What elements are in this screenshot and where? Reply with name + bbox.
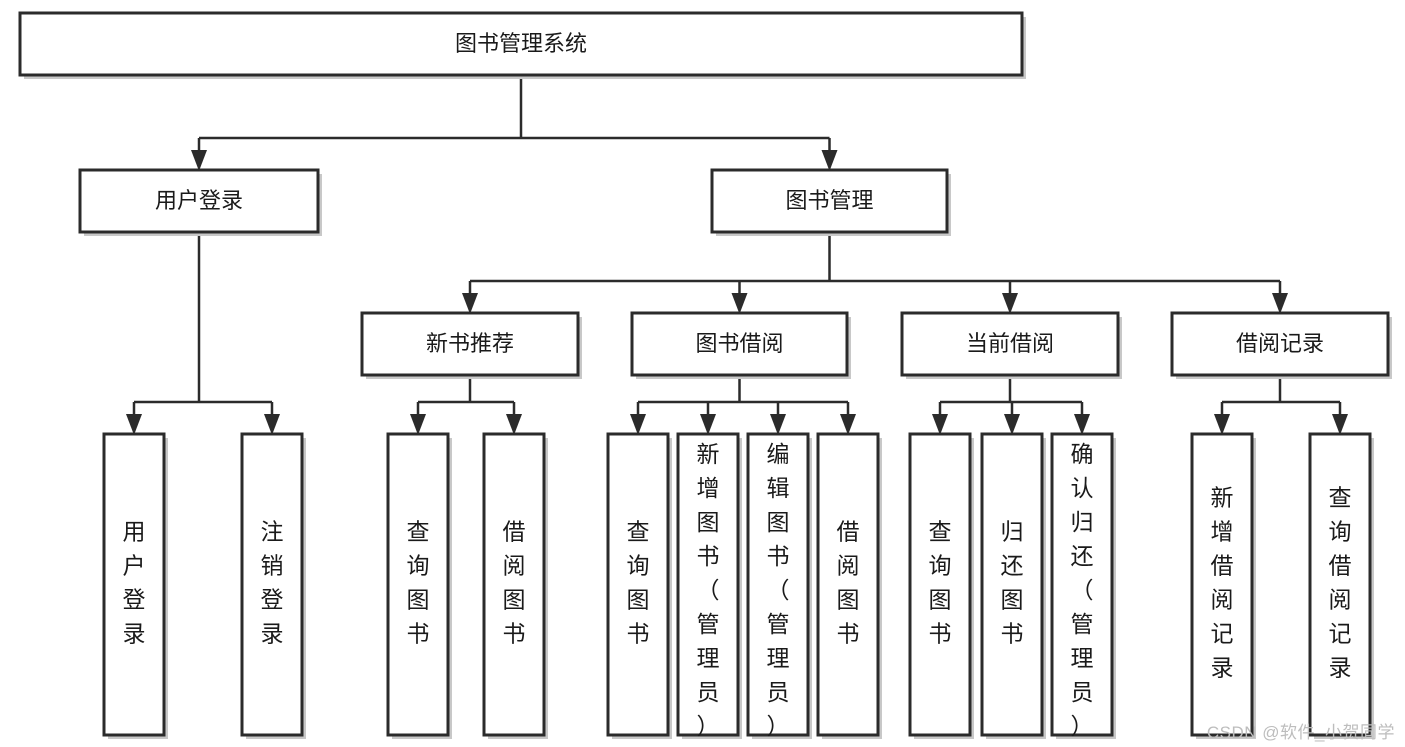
node-rect[interactable] xyxy=(1308,432,1372,737)
node-label: 借阅记录 xyxy=(1236,331,1324,356)
node-label: 当前借阅 xyxy=(966,331,1054,356)
node-rect[interactable] xyxy=(630,311,849,377)
node-l3_1[interactable]: 新书推荐 xyxy=(360,311,582,379)
connector-layer xyxy=(126,75,1348,435)
node-label: 编辑图书（管理员） xyxy=(767,441,790,739)
arrow-head-icon xyxy=(840,414,856,435)
node-label: 新书推荐 xyxy=(426,331,514,356)
node-label: 图书管理 xyxy=(785,188,873,213)
node-label: 用户登录 xyxy=(123,519,146,647)
node-label: 注销登录 xyxy=(261,519,284,647)
node-l2_1[interactable]: 用户登录 xyxy=(78,168,322,236)
node-rect[interactable] xyxy=(676,432,740,737)
arrow-head-icon xyxy=(630,414,646,435)
node-rect[interactable] xyxy=(980,432,1044,737)
arrow-head-icon xyxy=(1074,414,1090,435)
node-rect[interactable] xyxy=(1190,432,1254,737)
node-leaf_2[interactable]: 注销登录 xyxy=(240,432,306,739)
node-leaf_3[interactable]: 查询图书 xyxy=(386,432,452,739)
arrow-head-icon xyxy=(1004,414,1020,435)
node-rect[interactable] xyxy=(606,432,670,737)
arrow-head-icon xyxy=(932,414,948,435)
node-label: 查询借阅记录 xyxy=(1329,485,1352,681)
node-l3_2[interactable]: 图书借阅 xyxy=(630,311,851,379)
node-rect[interactable] xyxy=(1170,311,1390,377)
node-leaf_13[interactable]: 查询借阅记录 xyxy=(1308,432,1374,739)
node-rect[interactable] xyxy=(386,432,450,737)
arrow-head-icon xyxy=(1332,414,1348,435)
arrow-head-icon xyxy=(731,293,748,314)
node-l3_3[interactable]: 当前借阅 xyxy=(900,311,1122,379)
node-label: 查询图书 xyxy=(407,519,430,647)
node-rect[interactable] xyxy=(18,11,1024,77)
node-leaf_5[interactable]: 查询图书 xyxy=(606,432,672,739)
node-rect[interactable] xyxy=(482,432,546,737)
arrow-head-icon xyxy=(506,414,522,435)
node-rect[interactable] xyxy=(102,432,166,737)
node-label: 借阅图书 xyxy=(503,519,526,647)
node-label: 借阅图书 xyxy=(837,519,860,647)
node-rect[interactable] xyxy=(78,168,320,234)
node-root[interactable]: 图书管理系统 xyxy=(18,11,1026,79)
node-rect[interactable] xyxy=(1050,432,1114,737)
node-leaf_12[interactable]: 新增借阅记录 xyxy=(1190,432,1256,739)
node-rect[interactable] xyxy=(908,432,972,737)
arrow-head-icon xyxy=(821,150,838,171)
node-label: 图书管理系统 xyxy=(455,31,587,56)
node-rect[interactable] xyxy=(360,311,580,377)
arrow-head-icon xyxy=(462,293,478,314)
node-label: 归还图书 xyxy=(1001,519,1024,647)
node-leaf_7[interactable]: 编辑图书（管理员） xyxy=(746,432,812,739)
node-leaf_6[interactable]: 新增图书（管理员） xyxy=(676,432,742,739)
node-rect[interactable] xyxy=(746,432,810,737)
node-layer: 图书管理系统用户登录图书管理新书推荐图书借阅当前借阅借阅记录用户登录注销登录查询… xyxy=(18,11,1392,739)
node-rect[interactable] xyxy=(900,311,1120,377)
node-leaf_1[interactable]: 用户登录 xyxy=(102,432,168,739)
node-leaf_8[interactable]: 借阅图书 xyxy=(816,432,882,739)
arrow-head-icon xyxy=(1002,293,1018,314)
node-label: 用户登录 xyxy=(155,188,243,213)
arrow-head-icon xyxy=(1214,414,1230,435)
arrow-head-icon xyxy=(264,414,280,435)
arrow-head-icon xyxy=(1272,293,1288,314)
node-label: 新增图书（管理员） xyxy=(697,441,720,739)
arrow-head-icon xyxy=(410,414,426,435)
node-label: 查询图书 xyxy=(929,519,952,647)
arrow-head-icon xyxy=(700,414,716,435)
node-rect[interactable] xyxy=(240,432,304,737)
node-label: 确认归还（管理员） xyxy=(1071,441,1094,739)
node-label: 查询图书 xyxy=(627,519,650,647)
node-rect[interactable] xyxy=(710,168,949,234)
node-leaf_10[interactable]: 归还图书 xyxy=(980,432,1046,739)
node-l2_2[interactable]: 图书管理 xyxy=(710,168,951,236)
node-leaf_4[interactable]: 借阅图书 xyxy=(482,432,548,739)
node-rect[interactable] xyxy=(816,432,880,737)
node-label: 新增借阅记录 xyxy=(1211,485,1234,681)
arrow-head-icon xyxy=(770,414,786,435)
node-leaf_11[interactable]: 确认归还（管理员） xyxy=(1050,432,1116,739)
node-label: 图书借阅 xyxy=(695,331,783,356)
arrow-head-icon xyxy=(126,414,142,435)
node-leaf_9[interactable]: 查询图书 xyxy=(908,432,974,739)
node-l3_4[interactable]: 借阅记录 xyxy=(1170,311,1392,379)
arrow-head-icon xyxy=(191,150,207,171)
